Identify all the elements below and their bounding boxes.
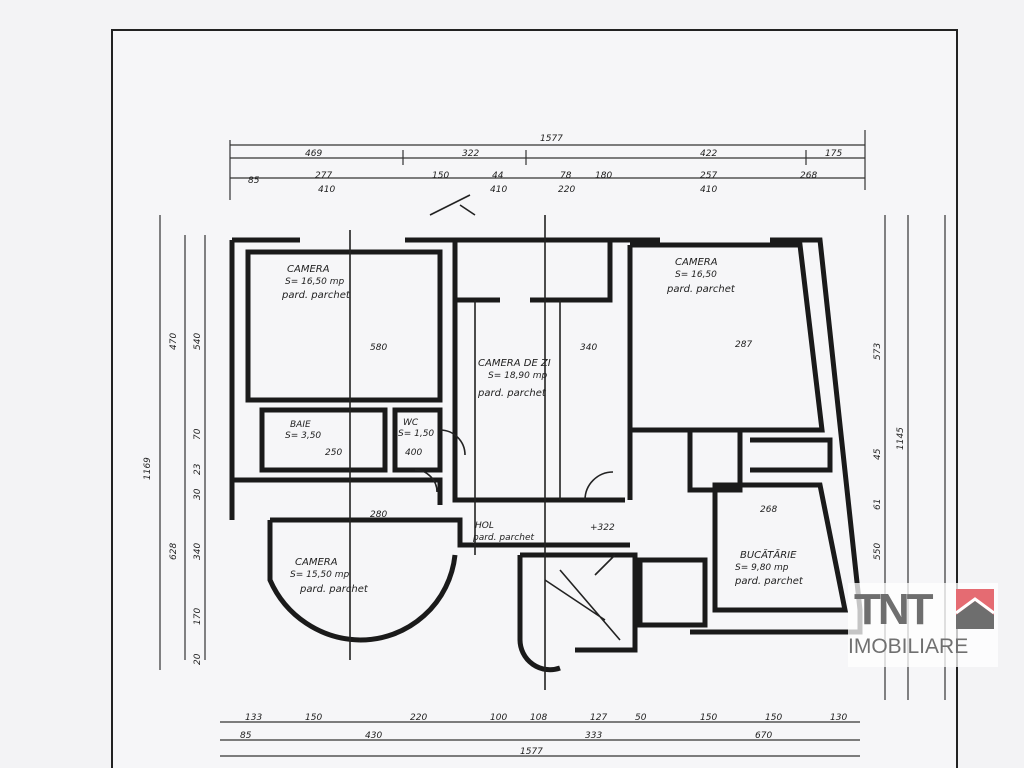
dim: 550 <box>873 543 883 560</box>
dim: 430 <box>365 731 382 741</box>
dim: 150 <box>432 171 449 181</box>
room-dim: +322 <box>590 523 615 533</box>
bottom-total-dim: 1577 <box>520 747 543 757</box>
room-name: HOL <box>475 521 494 531</box>
room-name: CAMERA <box>675 257 718 268</box>
room-area: S= 15,50 mp <box>290 570 350 580</box>
dim: 469 <box>305 149 322 159</box>
dim: 150 <box>305 713 322 723</box>
dim: 1145 <box>896 427 906 450</box>
dim: 130 <box>830 713 847 723</box>
dim: 61 <box>873 499 883 510</box>
dim: 44 <box>492 171 504 181</box>
room-dim: 280 <box>370 510 387 520</box>
room-area: S= 18,90 mp <box>488 371 548 381</box>
dim: 150 <box>765 713 782 723</box>
dim: 220 <box>410 713 427 723</box>
dim: 410 <box>318 185 335 195</box>
dim: 180 <box>595 171 612 181</box>
top-total-dim: 1577 <box>540 134 563 144</box>
room-area: S= 9,80 mp <box>735 563 789 573</box>
dim: 628 <box>169 543 179 560</box>
room-name: CAMERA <box>287 264 330 275</box>
dim: 100 <box>490 713 507 723</box>
dim: 573 <box>873 343 883 360</box>
top-dimensions: 1577 469 322 422 175 85 277 150 44 78 18… <box>229 130 866 200</box>
dim: 422 <box>700 149 717 159</box>
dim: 170 <box>193 608 203 625</box>
dim: 78 <box>560 171 572 181</box>
dim: 150 <box>700 713 717 723</box>
left-total-dim: 1169 <box>143 457 153 480</box>
dim: 322 <box>462 149 479 159</box>
dim: 23 <box>193 463 203 475</box>
room-dim: 250 <box>325 448 342 458</box>
room-name: WC <box>403 418 419 428</box>
room-floor: pard. parchet <box>734 576 804 587</box>
room-area: S= 16,50 <box>675 270 717 280</box>
dim: 670 <box>755 731 772 741</box>
room-dim: 400 <box>405 448 422 458</box>
room-name: CAMERA DE ZI <box>478 358 551 369</box>
room-name: BUCĂTĂRIE <box>740 548 797 561</box>
room-floor: pard. parchet <box>281 290 351 301</box>
room-area: S= 16,50 mp <box>285 277 345 287</box>
dim: 85 <box>240 731 252 741</box>
dim: 50 <box>635 713 647 723</box>
dim: 20 <box>193 653 203 665</box>
dim: 333 <box>585 731 602 741</box>
dim: 470 <box>169 333 179 350</box>
room-floor: pard. parchet <box>299 584 369 595</box>
dim: 85 <box>248 176 260 186</box>
tnt-imobiliare-logo: TNT IMOBILIARE <box>848 583 998 667</box>
dim: 410 <box>700 185 717 195</box>
dim: 108 <box>530 713 547 723</box>
dim: 268 <box>800 171 817 181</box>
room-dim: 268 <box>760 505 777 515</box>
dim: 220 <box>558 185 575 195</box>
bottom-dimensions: 133 150 220 100 108 127 50 150 150 130 8… <box>220 713 860 757</box>
room-area: S= 3,50 <box>285 431 321 441</box>
dim: 257 <box>700 171 717 181</box>
room-name: CAMERA <box>295 557 338 568</box>
room-area: S= 1,50 <box>398 429 434 439</box>
room-floor: pard. parchet <box>477 388 547 399</box>
logo-subtitle: IMOBILIARE <box>848 635 969 658</box>
dim: 127 <box>590 713 607 723</box>
dim: 30 <box>193 488 203 500</box>
room-floor: pard. parchet <box>666 284 736 295</box>
walls <box>229 194 863 690</box>
dim: 175 <box>825 149 842 159</box>
room-name: BAIE <box>290 420 311 430</box>
house-icon <box>956 589 994 629</box>
room-dim: 580 <box>370 343 387 353</box>
room-labels: CAMERA S= 16,50 mp pard. parchet CAMERA … <box>281 257 804 595</box>
dim: 410 <box>490 185 507 195</box>
sheet-border <box>111 29 958 768</box>
dim: 45 <box>873 448 883 460</box>
dim: 540 <box>193 333 203 350</box>
dim: 70 <box>193 428 203 440</box>
dim: 133 <box>245 713 262 723</box>
dim: 277 <box>315 171 332 181</box>
dim: 340 <box>193 543 203 560</box>
logo-brand: TNT <box>854 585 934 634</box>
room-dim: 287 <box>735 340 752 350</box>
room-floor: pard. parchet <box>472 533 534 543</box>
left-dimensions: 1169 470 540 70 23 30 628 340 170 20 <box>143 215 206 670</box>
room-dim: 340 <box>580 343 597 353</box>
